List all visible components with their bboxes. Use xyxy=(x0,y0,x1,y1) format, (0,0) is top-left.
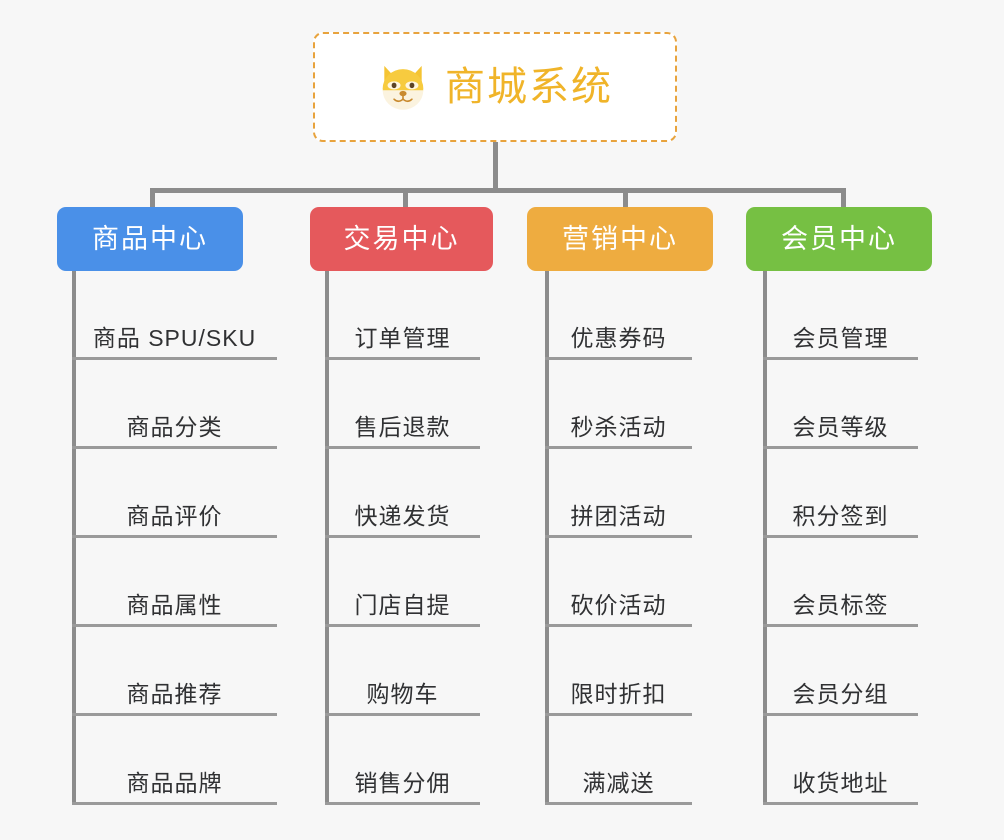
branch-item-label: 商品属性 xyxy=(126,592,223,619)
branch-item-label: 会员等级 xyxy=(792,414,889,441)
connector-drop-3 xyxy=(841,188,846,210)
branch-item[interactable]: 购物车 xyxy=(325,627,480,716)
branch-item-label: 会员管理 xyxy=(792,325,889,352)
branch-item-label: 商品品牌 xyxy=(126,770,223,797)
branch-item-label: 秒杀活动 xyxy=(570,414,667,441)
category-label: 商品中心 xyxy=(92,223,208,254)
connector-drop-1 xyxy=(403,188,408,210)
branch-item[interactable]: 会员等级 xyxy=(763,360,918,449)
branch-spine xyxy=(545,271,549,805)
branch-spine xyxy=(325,271,329,805)
branch-item[interactable]: 销售分佣 xyxy=(325,716,480,805)
branch-item[interactable]: 秒杀活动 xyxy=(545,360,692,449)
category-box-2[interactable]: 营销中心 xyxy=(527,207,713,271)
branch-item[interactable]: 拼团活动 xyxy=(545,449,692,538)
branch-item-label: 砍价活动 xyxy=(570,592,667,619)
branch-column-0: 商品 SPU/SKU 商品分类商品评价商品属性商品推荐商品品牌 xyxy=(72,271,277,805)
category-label: 交易中心 xyxy=(343,223,460,254)
shiba-dog-icon xyxy=(382,65,424,110)
branch-item-label: 商品分类 xyxy=(126,414,223,441)
branch-item-label: 商品评价 xyxy=(126,503,223,530)
branch-item[interactable]: 商品 SPU/SKU xyxy=(72,271,277,360)
branch-item[interactable]: 售后退款 xyxy=(325,360,480,449)
branch-item-label: 门店自提 xyxy=(354,592,451,619)
branch-item-label: 售后退款 xyxy=(354,414,451,441)
branch-item[interactable]: 快递发货 xyxy=(325,449,480,538)
branch-column-1: 订单管理售后退款快递发货门店自提购物车销售分佣 xyxy=(325,271,480,805)
branch-item[interactable]: 限时折扣 xyxy=(545,627,692,716)
branch-item-label: 拼团活动 xyxy=(570,503,667,530)
branch-item-label: 限时折扣 xyxy=(570,681,667,708)
root-title: 商城系统 xyxy=(445,65,613,109)
branch-item[interactable]: 会员分组 xyxy=(763,627,918,716)
branch-item-label: 满减送 xyxy=(582,770,655,797)
branch-item[interactable]: 商品品牌 xyxy=(72,716,277,805)
branch-item-label: 积分签到 xyxy=(792,503,889,530)
branch-item[interactable]: 门店自提 xyxy=(325,538,480,627)
connector-root-stem xyxy=(493,142,498,190)
connector-horizontal-bar xyxy=(150,188,841,193)
category-box-0[interactable]: 商品中心 xyxy=(57,207,243,271)
branch-item-label: 优惠券码 xyxy=(570,325,667,352)
branch-item-label: 商品 SPU/SKU xyxy=(92,325,257,352)
branch-item[interactable]: 积分签到 xyxy=(763,449,918,538)
branch-item[interactable]: 商品推荐 xyxy=(72,627,277,716)
branch-item-label: 商品推荐 xyxy=(126,681,223,708)
branch-item[interactable]: 砍价活动 xyxy=(545,538,692,627)
connector-drop-0 xyxy=(150,188,155,210)
branch-item[interactable]: 优惠券码 xyxy=(545,271,692,360)
branch-item-label: 订单管理 xyxy=(354,325,451,352)
branch-column-3: 会员管理会员等级积分签到会员标签会员分组收货地址 xyxy=(763,271,918,805)
branch-item-label: 收货地址 xyxy=(792,770,889,797)
branch-spine xyxy=(763,271,767,805)
branch-item[interactable]: 商品评价 xyxy=(72,449,277,538)
category-label: 会员中心 xyxy=(781,223,897,254)
connector-drop-2 xyxy=(623,188,628,210)
branch-item-label: 购物车 xyxy=(366,681,439,708)
category-box-3[interactable]: 会员中心 xyxy=(746,207,932,271)
category-box-1[interactable]: 交易中心 xyxy=(310,207,493,271)
branch-item[interactable]: 订单管理 xyxy=(325,271,480,360)
branch-item[interactable]: 会员管理 xyxy=(763,271,918,360)
branch-item-label: 会员标签 xyxy=(792,592,889,619)
branch-item[interactable]: 收货地址 xyxy=(763,716,918,805)
branch-item-label: 会员分组 xyxy=(792,681,889,708)
branch-item[interactable]: 满减送 xyxy=(545,716,692,805)
branch-item-label: 销售分佣 xyxy=(354,770,451,797)
branch-item[interactable]: 商品分类 xyxy=(72,360,277,449)
branch-item[interactable]: 商品属性 xyxy=(72,538,277,627)
branch-spine xyxy=(72,271,76,805)
branch-item-label: 快递发货 xyxy=(354,503,451,530)
root-node[interactable]: 商城系统 xyxy=(313,32,677,142)
category-label: 营销中心 xyxy=(562,223,678,254)
branch-item[interactable]: 会员标签 xyxy=(763,538,918,627)
branch-column-2: 优惠券码秒杀活动拼团活动砍价活动限时折扣满减送 xyxy=(545,271,692,805)
